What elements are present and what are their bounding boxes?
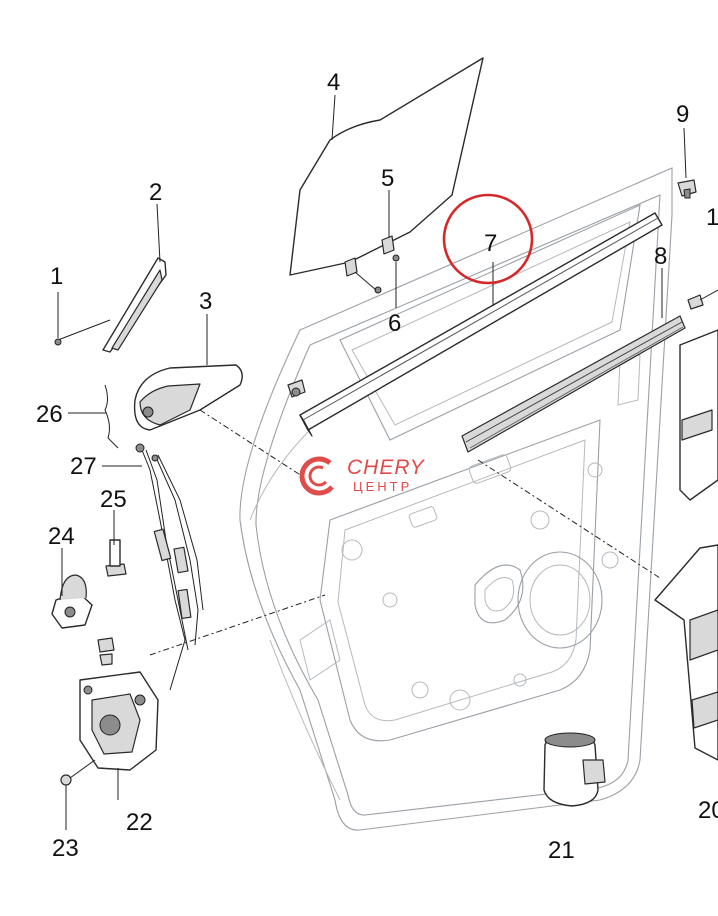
- callout-4: 4: [327, 69, 340, 96]
- callout-5: 5: [381, 165, 394, 192]
- callout-2: 2: [149, 179, 162, 206]
- callout-26: 26: [36, 401, 63, 428]
- watermark-brand-top: CHERY: [347, 456, 426, 479]
- lock-actuator-part-22: [79, 671, 159, 800]
- highlight-circle: [442, 193, 534, 285]
- callout-20-cut: 20: [698, 797, 718, 824]
- fasteners-part-9: [677, 179, 718, 310]
- callout-24: 24: [48, 523, 75, 550]
- triangle-trim-part-2: [54, 257, 167, 353]
- callout-23: 23: [52, 835, 79, 862]
- belt-weatherstrip-part-7: [299, 212, 663, 437]
- door-panel: [239, 167, 673, 831]
- bolt-part-25: [105, 539, 127, 577]
- striker-part-24: [51, 574, 115, 666]
- watermark-brand-bottom: ЦЕНТР: [353, 479, 412, 494]
- outer-handle-part-3: [133, 364, 243, 431]
- callout-leaders: [57, 94, 687, 596]
- callout-22: 22: [126, 809, 153, 836]
- handle-clip: [287, 379, 306, 398]
- bumper-part-21: [543, 732, 606, 807]
- callout-7: 7: [484, 230, 497, 257]
- callout-3: 3: [199, 288, 212, 315]
- callout-1: 1: [50, 263, 63, 290]
- screw-part-23: [60, 759, 96, 830]
- inner-weatherstrip-part-8: [461, 315, 686, 453]
- callout-21: 21: [548, 837, 575, 864]
- assembly-lines: [149, 409, 661, 656]
- window-regulator: [654, 329, 718, 761]
- rods-cables-part-26-27: [104, 384, 204, 691]
- glass-clips-part-5-6: [344, 235, 400, 294]
- callout-6: 6: [388, 310, 401, 337]
- callout-8: 8: [654, 243, 667, 270]
- callout-27: 27: [70, 453, 97, 480]
- callout-1-cut: 1: [706, 204, 718, 231]
- callout-9: 9: [676, 101, 689, 128]
- window-glass-part-4: [289, 57, 484, 276]
- callout-25: 25: [100, 486, 127, 513]
- callout-numbers: 1 2 3 4 5 6 7 8 9 1 26 27 25 24 22 23 21…: [36, 69, 718, 864]
- chery-watermark-logo: CHERY ЦЕНТР: [299, 456, 426, 496]
